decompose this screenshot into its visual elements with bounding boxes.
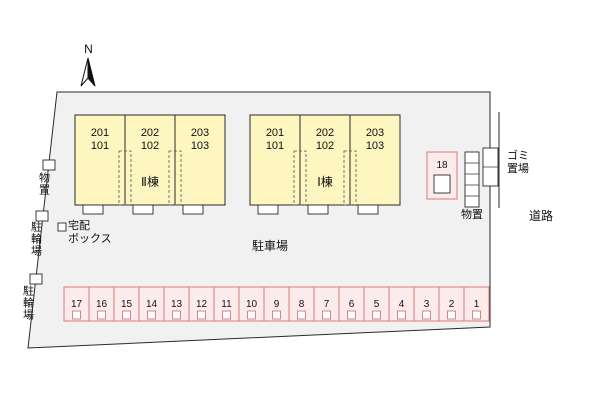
unit-number-lower: 103 [190,139,210,152]
north-arrow-left-half [80,57,89,87]
entrance-step [182,204,204,215]
storage-right-label: 物置 [461,209,483,221]
north-arrow-right-half [87,57,96,87]
entrance-step [82,204,104,215]
wheel-stop [122,310,131,320]
parking-stall-number: 15 [121,299,133,310]
parking-stall-18-box [433,174,451,194]
building-1-name: Ⅰ棟 [317,175,333,189]
bicycle-area-marker [29,273,43,285]
parking-stall-number: 17 [71,299,83,310]
delivery-box-icon [57,222,67,232]
building-2-stair-dashed [168,150,182,206]
wheel-stop [347,310,356,320]
unit-number-upper: 201 [90,127,110,139]
wheel-stop [72,310,81,320]
delivery-box-label-line2: ボックス [68,232,112,245]
parking-stall-number: 4 [399,299,405,310]
storage-box-left [42,159,56,171]
bicycle-parking-label-upper: 駐輪場 [29,221,42,257]
unit-label: 201 101 [250,127,300,152]
building-1-stair-dashed [343,150,357,206]
parking-stall-18-number: 18 [436,160,448,171]
garbage-station-box [482,147,499,187]
unit-number-upper: 202 [315,127,335,139]
parking-stall-number: 14 [146,299,158,310]
delivery-box-label-line1: 宅配 [68,220,90,232]
unit-label: 201 101 [75,127,125,152]
wheel-stop [297,310,306,320]
parking-stall-number: 6 [349,299,355,310]
unit-number-upper: 201 [265,127,285,139]
wheel-stop [472,310,481,320]
north-arrow-icon [80,57,96,87]
unit-label: 203 103 [350,127,400,152]
garbage-area-label-line2: 置場 [507,162,529,175]
road-label: 道路 [529,209,554,223]
unit-label: 202 102 [300,127,350,152]
building-2-stair-dashed [118,150,132,206]
wheel-stop [147,310,156,320]
storage-strip-right-outline [464,151,480,208]
building-2 [74,114,226,206]
wheel-stop [322,310,331,320]
entrance-step [307,204,329,215]
parking-stall-number: 3 [424,299,430,310]
unit-number-upper: 203 [190,127,210,139]
parking-stall-number: 7 [324,299,330,310]
parking-stall-number: 1 [474,299,480,310]
unit-number-lower: 101 [265,139,285,152]
entrance-step [132,204,154,215]
wheel-stop [272,310,281,320]
storage-strip-right [464,151,480,208]
wheel-stop [397,310,406,320]
parking-stall-number: 10 [246,299,258,310]
wheel-stop [222,310,231,320]
unit-label: 202 102 [125,127,175,152]
parking-stall-number: 11 [221,299,232,310]
unit-number-upper: 202 [140,127,160,139]
unit-number-lower: 103 [365,139,385,152]
building-2-name: Ⅱ棟 [141,175,159,189]
unit-number-lower: 102 [315,139,335,152]
unit-number-lower: 101 [90,139,110,152]
wheel-stop [97,310,106,320]
wheel-stop [197,310,206,320]
bicycle-area-marker [35,210,49,222]
storage-left-label: 物置 [37,172,50,196]
parking-lot-label: 駐車場 [251,239,288,253]
delivery-box-label: 宅配 ボックス [68,220,112,245]
parking-stall-number: 5 [374,299,380,310]
unit-number-lower: 102 [140,139,160,152]
wheel-stop [372,310,381,320]
wheel-stop [422,310,431,320]
wheel-stop [247,310,256,320]
parking-stall-number: 2 [449,299,455,310]
wheel-stop [447,310,456,320]
bicycle-parking-label-lower: 駐輪場 [21,285,34,321]
parking-stall-number: 16 [96,299,108,310]
wheel-stop [172,310,181,320]
parking-stall-number: 12 [196,299,208,310]
parking-stalls-row: 17 16 15 14 13 12 11 10 9 8 7 6 5 4 3 2 1 [63,286,490,322]
garbage-area-label: ゴミ 置場 [507,150,529,175]
unit-number-upper: 203 [365,127,385,139]
unit-label: 203 103 [175,127,225,152]
parking-stall-number: 8 [299,299,305,310]
entrance-step [357,204,379,215]
entrance-step [257,204,279,215]
parking-stall-number: 9 [274,299,280,310]
garbage-area-label-line1: ゴミ [507,150,529,162]
building-1-stair-dashed [293,150,307,206]
north-label: N [84,42,93,56]
parking-stall-number: 13 [171,299,183,310]
building-1 [249,114,401,206]
